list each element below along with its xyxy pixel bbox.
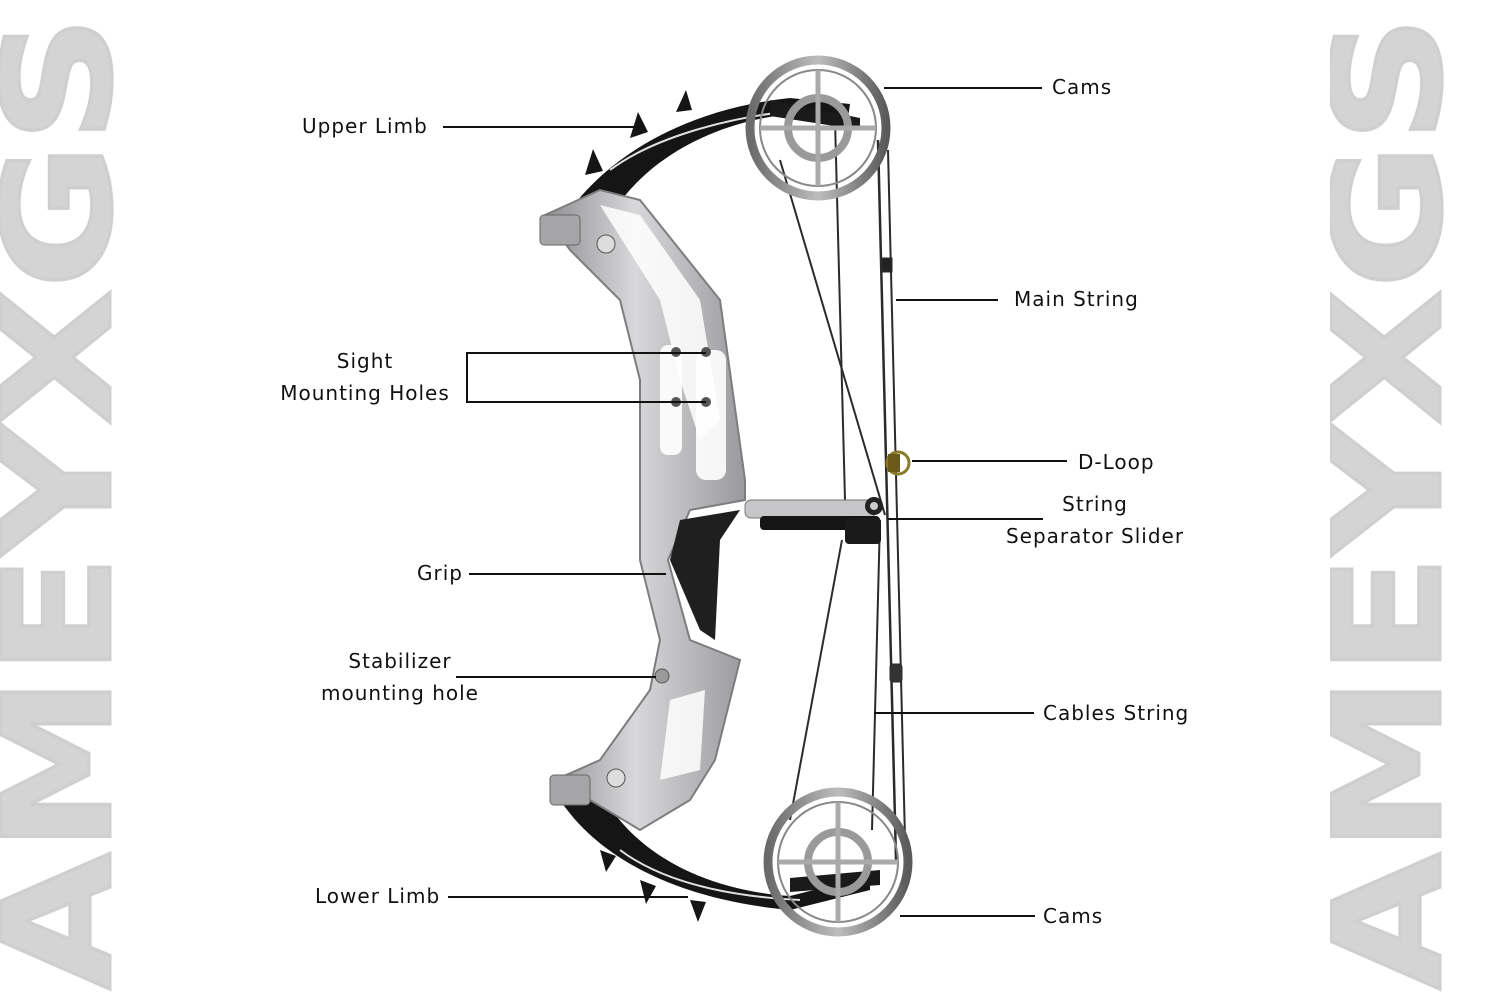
- string-serving-bottom: [889, 663, 903, 683]
- leader-cams-top: [884, 87, 1042, 89]
- label-lower-limb: Lower Limb: [315, 884, 441, 908]
- label-cams-top: Cams: [1052, 75, 1113, 99]
- label-cams-bottom: Cams: [1043, 904, 1104, 928]
- label-sight-line2: Mounting Holes: [280, 381, 450, 405]
- leader-grip: [469, 573, 666, 575]
- label-upper-limb: Upper Limb: [302, 114, 428, 138]
- label-stabilizer-line2: mounting hole: [321, 681, 479, 705]
- sight-hole: [701, 397, 711, 407]
- leader-cams-bottom: [900, 915, 1035, 917]
- riser: [539, 188, 746, 832]
- sight-hole: [701, 347, 711, 357]
- label-cables-string: Cables String: [1043, 701, 1190, 725]
- main-string: [876, 139, 898, 861]
- label-sight-line1: Sight: [336, 349, 394, 373]
- brand-watermark-outline: AMEYXGS: [0, 15, 146, 990]
- limb-bolt-bottom: [606, 768, 626, 788]
- d-loop: [885, 450, 911, 476]
- brand-watermark-text: AMEYXGS: [0, 15, 146, 990]
- string-separator-slider: [744, 497, 883, 544]
- string-serving-top: [881, 257, 893, 273]
- leader-lower-limb: [448, 896, 688, 898]
- leader-separator: [888, 518, 1043, 520]
- top-cam: [745, 55, 891, 201]
- leader-sight-bracket: [466, 352, 468, 403]
- grip-panel: [670, 510, 745, 660]
- stabilizer-hole: [654, 668, 670, 684]
- brand-watermark-left-graphic: AMEYXGS AMEYXGS: [0, 11, 150, 994]
- cable-upper: [834, 119, 846, 501]
- leader-d-loop: [912, 460, 1067, 462]
- brand-watermark-left: AMEYXGS AMEYXGS: [0, 0, 170, 1000]
- leader-cables-string: [874, 712, 1034, 714]
- bottom-cam: [763, 787, 913, 937]
- lower-limb: [560, 790, 870, 922]
- leader-sight-top: [466, 352, 706, 354]
- leader-upper-limb: [443, 126, 643, 128]
- cable-diagonal: [779, 159, 886, 516]
- leader-sight-bottom: [466, 401, 706, 403]
- label-separator-line1: String: [1062, 492, 1128, 516]
- leader-main-string: [896, 299, 998, 301]
- brand-watermark-outline: AMEYXGS: [1330, 15, 1476, 990]
- label-separator-line2: Separator Slider: [1005, 524, 1185, 548]
- label-main-string: Main String: [1014, 287, 1139, 311]
- label-d-loop: D-Loop: [1078, 450, 1155, 474]
- label-grip: Grip: [417, 561, 463, 585]
- cable-lower-right: [871, 519, 881, 831]
- cable-lower-left: [789, 539, 843, 821]
- label-stabilizer-line1: Stabilizer: [348, 649, 452, 673]
- leader-stabilizer: [456, 676, 656, 678]
- limb-bolt-top: [596, 234, 616, 254]
